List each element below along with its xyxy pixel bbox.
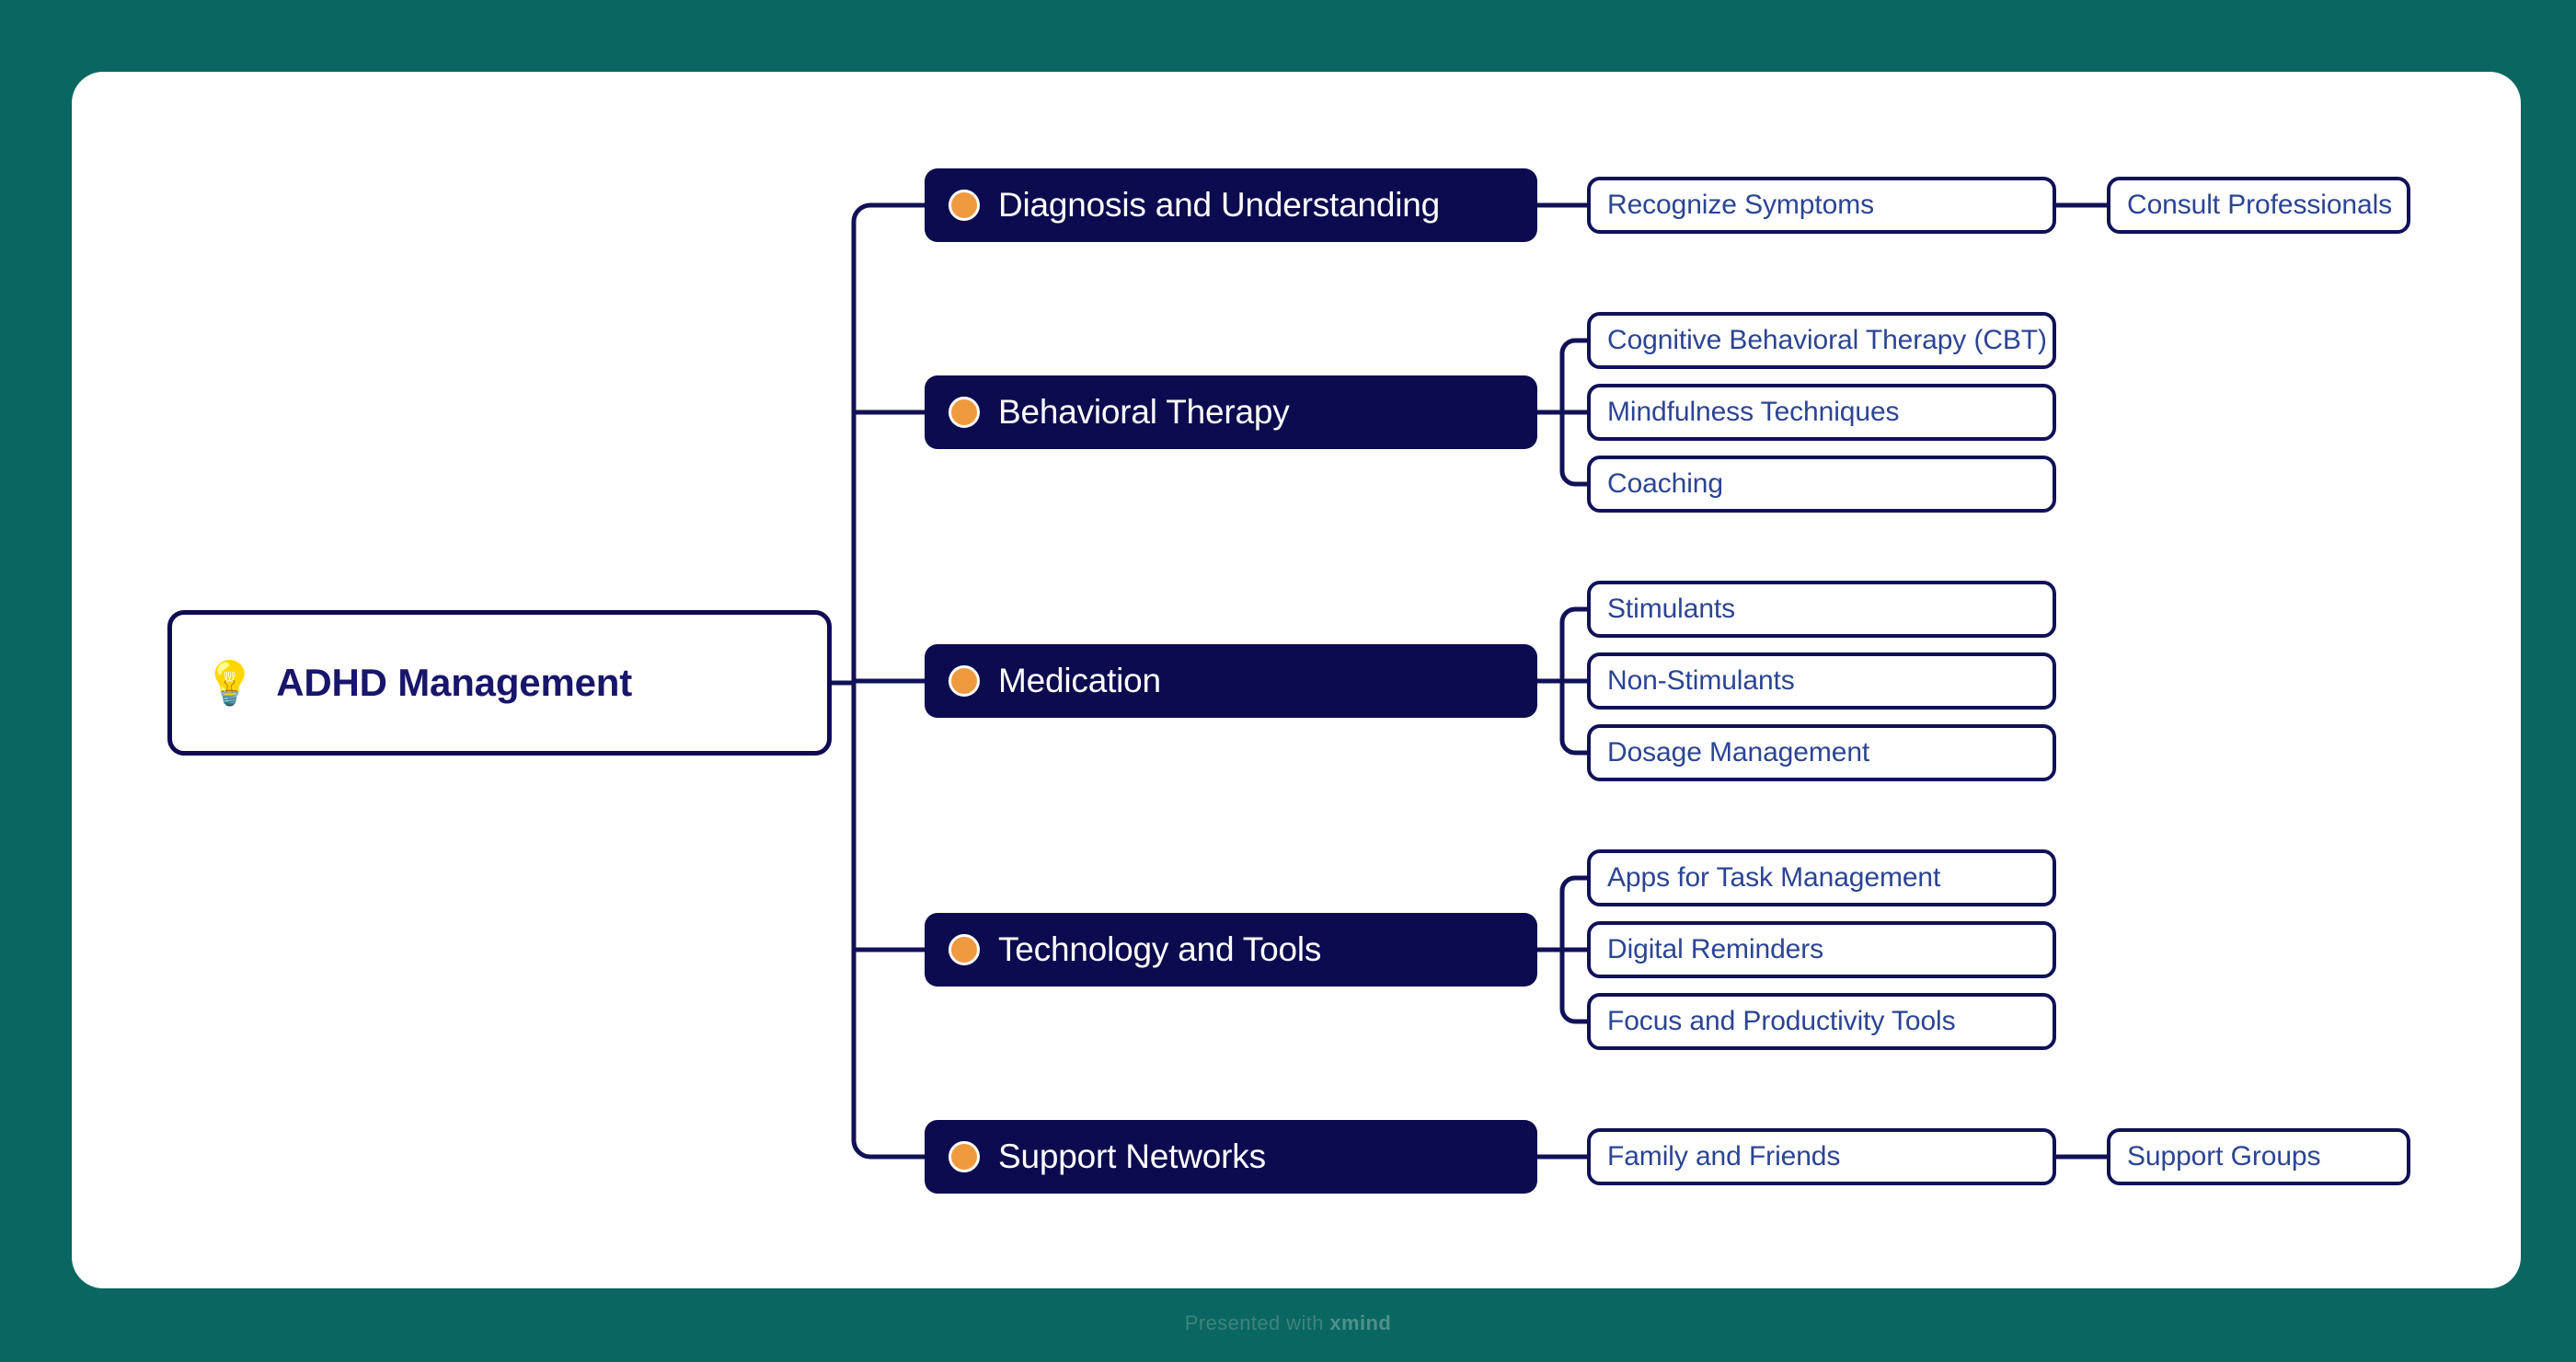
branch-node-label: Technology and Tools — [998, 930, 1322, 968]
leaf-node-4-3[interactable]: Focus and Productivity Tools — [1587, 993, 2056, 1050]
branch-node-label: Diagnosis and Understanding — [998, 186, 1441, 224]
leaf-node-label: Cognitive Behavioral Therapy (CBT) — [1607, 325, 2047, 355]
subleaf-node-5-1-1[interactable]: Support Groups — [2107, 1128, 2410, 1185]
orange-circle-bullet-icon — [949, 1141, 980, 1172]
leaf-node-label: Dosage Management — [1607, 737, 1870, 768]
orange-circle-bullet-icon — [949, 397, 980, 428]
leaf-node-2-1[interactable]: Cognitive Behavioral Therapy (CBT) — [1587, 312, 2056, 369]
root-node-label: ADHD Management — [276, 661, 632, 704]
connector-leaf-bracket — [1559, 606, 1587, 756]
leaf-node-3-1[interactable]: Stimulants — [1587, 581, 2056, 638]
leaf-node-label: Stimulants — [1607, 594, 1736, 624]
branch-node-3[interactable]: Medication — [925, 644, 1537, 718]
leaf-node-label: Family and Friends — [1607, 1141, 1841, 1172]
leaf-node-label: Apps for Task Management — [1607, 862, 1941, 893]
branch-node-2[interactable]: Behavioral Therapy — [925, 375, 1537, 449]
xmind-brand-label: xmind — [1329, 1311, 1392, 1334]
branch-node-label: Support Networks — [998, 1137, 1266, 1175]
leaf-node-5-1[interactable]: Family and Friends — [1587, 1128, 2056, 1185]
orange-circle-bullet-icon — [949, 190, 980, 221]
lightbulb-icon: 💡 — [203, 659, 257, 707]
leaf-node-3-3[interactable]: Dosage Management — [1587, 724, 2056, 781]
root-node[interactable]: 💡 ADHD Management — [167, 610, 832, 756]
leaf-node-4-2[interactable]: Digital Reminders — [1587, 921, 2056, 978]
leaf-node-4-1[interactable]: Apps for Task Management — [1587, 849, 2056, 906]
branch-node-label: Behavioral Therapy — [998, 393, 1290, 431]
connector-leaf-bracket — [1559, 875, 1587, 1024]
leaf-node-3-2[interactable]: Non-Stimulants — [1587, 652, 2056, 710]
orange-circle-bullet-icon — [949, 665, 980, 697]
subleaf-node-1-1-1[interactable]: Consult Professionals — [2107, 177, 2410, 234]
subleaf-node-label: Consult Professionals — [2127, 190, 2393, 220]
leaf-node-label: Focus and Productivity Tools — [1607, 1006, 1956, 1036]
branch-node-4[interactable]: Technology and Tools — [925, 913, 1537, 987]
branch-node-label: Medication — [998, 662, 1161, 699]
leaf-node-label: Recognize Symptoms — [1607, 190, 1874, 220]
leaf-node-label: Mindfulness Techniques — [1607, 397, 1900, 427]
connector-leaf-bracket — [1559, 338, 1587, 487]
footer-credit: Presented with xmind — [0, 1311, 2576, 1335]
leaf-node-1-1[interactable]: Recognize Symptoms — [1587, 177, 2056, 234]
subleaf-node-label: Support Groups — [2127, 1141, 2321, 1172]
leaf-node-label: Coaching — [1607, 468, 1723, 499]
branch-node-1[interactable]: Diagnosis and Understanding — [925, 168, 1537, 242]
connector-trunk — [851, 202, 925, 1160]
branch-node-5[interactable]: Support Networks — [925, 1120, 1537, 1194]
leaf-node-label: Digital Reminders — [1607, 934, 1824, 964]
orange-circle-bullet-icon — [949, 934, 980, 965]
leaf-node-2-3[interactable]: Coaching — [1587, 456, 2056, 513]
footer-prefix: Presented with — [1184, 1311, 1330, 1334]
leaf-node-2-2[interactable]: Mindfulness Techniques — [1587, 384, 2056, 441]
leaf-node-label: Non-Stimulants — [1607, 665, 1795, 696]
